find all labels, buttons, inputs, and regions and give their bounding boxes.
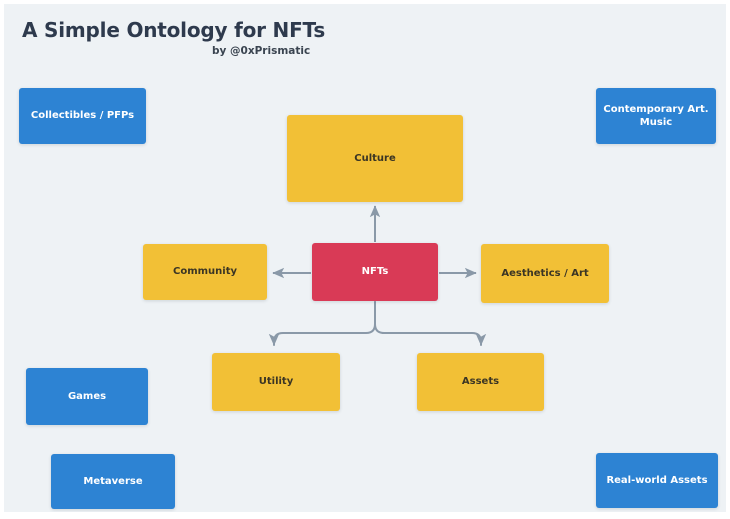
node-nfts[interactable]: NFTs [312, 243, 438, 301]
node-contemporary-art-music[interactable]: Contemporary Art. Music [596, 88, 716, 144]
node-collectibles-pfps[interactable]: Collectibles / PFPs [19, 88, 146, 144]
node-culture[interactable]: Culture [287, 115, 463, 202]
node-label: Contemporary Art. Music [603, 103, 709, 129]
node-label: Collectibles / PFPs [30, 110, 135, 122]
diagram-canvas: A Simple Ontology for NFTs by @0xPrismat… [4, 4, 726, 512]
edge-nfts-to-utility [268, 301, 376, 346]
page-subtitle-author: by @0xPrismatic [212, 45, 311, 57]
node-label: Metaverse [83, 475, 143, 487]
node-community[interactable]: Community [143, 244, 267, 300]
edge-nfts-to-assets [374, 301, 487, 346]
node-aesthetics-art[interactable]: Aesthetics / Art [481, 244, 609, 303]
node-label: Community [172, 266, 237, 278]
node-label: Real-world Assets [606, 474, 708, 486]
page-title: A Simple Ontology for NFTs [22, 18, 326, 42]
node-label: Aesthetics / Art [501, 267, 589, 279]
node-utility[interactable]: Utility [212, 353, 340, 411]
node-label: NFTs [361, 266, 389, 278]
node-real-world-assets[interactable]: Real-world Assets [596, 453, 718, 508]
node-metaverse[interactable]: Metaverse [51, 454, 175, 509]
node-assets[interactable]: Assets [417, 353, 544, 411]
node-games[interactable]: Games [26, 368, 148, 425]
node-label: Utility [258, 376, 294, 388]
node-label: Assets [461, 376, 500, 388]
node-label: Culture [354, 152, 396, 164]
node-label: Games [67, 390, 107, 402]
